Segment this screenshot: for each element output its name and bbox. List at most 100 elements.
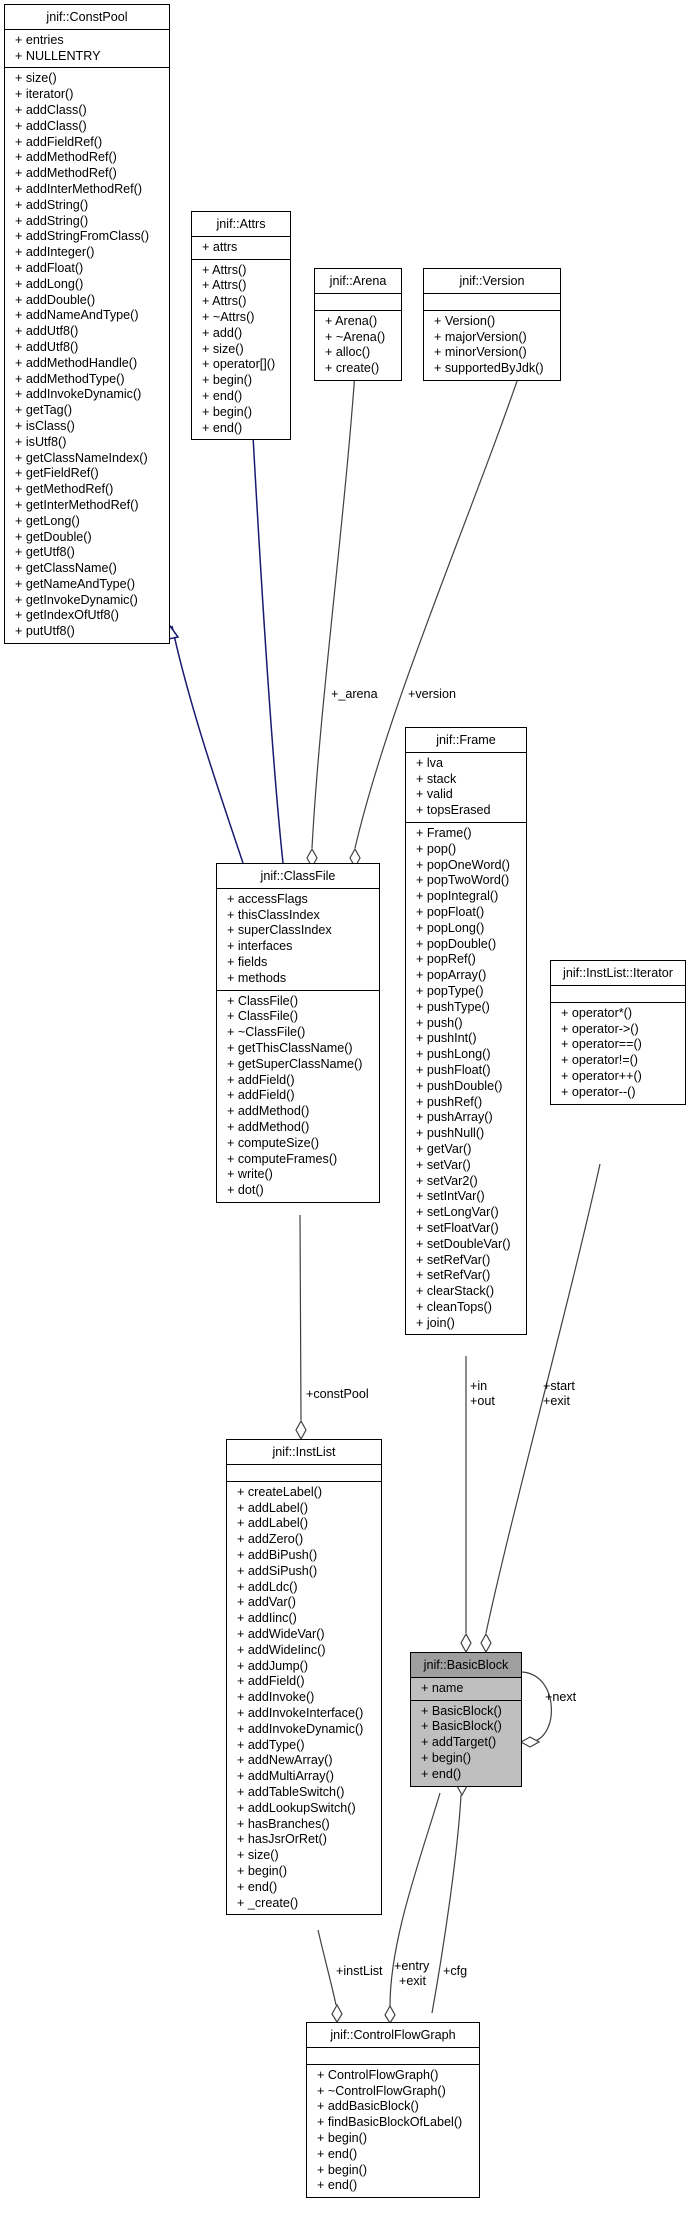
method-row: + begin(): [202, 373, 253, 388]
method-row: + end(): [202, 420, 243, 435]
diamond-instlist: [331, 2003, 343, 2024]
attribute-row: + stack: [416, 771, 457, 786]
class-basicblock[interactable]: jnif::BasicBlock + name + BasicBlock()+ …: [410, 1652, 522, 1787]
method-row: + popFloat(): [416, 904, 485, 919]
method-row: + addUtf8(): [15, 339, 79, 354]
method-row: + createLabel(): [237, 1484, 323, 1499]
class-title: jnif::InstList: [227, 1440, 381, 1465]
class-attrs[interactable]: jnif::Attrs + attrs + Attrs()+ Attrs()+ …: [191, 211, 291, 441]
class-controlflowgraph[interactable]: jnif::ControlFlowGraph + ControlFlowGrap…: [306, 2022, 480, 2199]
method-row: + join(): [416, 1315, 455, 1330]
method-row: + popOneWord(): [416, 857, 510, 872]
method-row: + addDouble(): [15, 292, 96, 307]
method-row: + setRefVar(): [416, 1252, 491, 1267]
method-row: + setIntVar(): [416, 1189, 485, 1204]
methods-section: + ControlFlowGraph()+ ~ControlFlowGraph(…: [307, 2065, 479, 2197]
attribute-row: + superClassIndex: [227, 923, 332, 938]
method-row: + addMethodType(): [15, 371, 125, 386]
method-row: + setLongVar(): [416, 1205, 499, 1220]
method-row: + getVar(): [416, 1141, 472, 1156]
method-row: + getThisClassName(): [227, 1040, 353, 1055]
method-row: + addClass(): [15, 102, 87, 117]
method-row: + size(): [237, 1848, 279, 1863]
method-row: + addInvokeDynamic(): [15, 387, 142, 402]
method-row: + begin(): [421, 1750, 472, 1765]
method-row: + ClassFile(): [227, 1009, 299, 1024]
diamond-frame: [460, 1632, 472, 1654]
edge-label-cfg: +cfg: [443, 1964, 467, 1978]
method-row: + create(): [325, 361, 380, 376]
inheritance-edge-attrs: [251, 417, 284, 864]
class-title: jnif::Version: [424, 269, 560, 294]
attributes-section: [315, 294, 401, 311]
method-row: + addType(): [237, 1737, 305, 1752]
edge-iterator: [485, 1163, 601, 1634]
method-row: + end(): [317, 2178, 358, 2193]
method-row: + end(): [202, 388, 243, 403]
class-instlist[interactable]: jnif::InstList + createLabel()+ addLabel…: [226, 1439, 382, 1916]
class-title: jnif::Attrs: [192, 212, 290, 237]
method-row: + addStringFromClass(): [15, 229, 150, 244]
method-row: + popIntegral(): [416, 889, 499, 904]
edge-label-start: +start: [543, 1379, 575, 1393]
method-row: + isUtf8(): [15, 434, 67, 449]
attributes-section: + accessFlags+ thisClassIndex+ superClas…: [217, 889, 379, 991]
method-row: + cleanTops(): [416, 1299, 492, 1314]
method-row: + pushDouble(): [416, 1078, 503, 1093]
method-row: + alloc(): [325, 345, 371, 360]
method-row: + popLong(): [416, 920, 485, 935]
edge-label-next: +next: [545, 1690, 577, 1704]
diamond-next: [519, 1736, 541, 1748]
method-row: + setFloatVar(): [416, 1220, 499, 1235]
method-row: + setDoubleVar(): [416, 1236, 511, 1251]
attributes-section: + lva+ stack+ valid+ topsErased: [406, 753, 526, 823]
method-row: + addString(): [15, 197, 89, 212]
method-row: + BasicBlock(): [421, 1703, 502, 1718]
class-title: jnif::ConstPool: [5, 5, 169, 30]
method-row: + addFieldRef(): [15, 134, 103, 149]
method-row: + findBasicBlockOfLabel(): [317, 2115, 463, 2130]
method-row: + computeFrames(): [227, 1151, 338, 1166]
method-row: + pushInt(): [416, 1031, 477, 1046]
method-row: + addJump(): [237, 1658, 309, 1673]
methods-section: + BasicBlock()+ BasicBlock()+ addTarget(…: [411, 1701, 521, 1786]
method-row: + addLabel(): [237, 1516, 309, 1531]
edge-label-version: +version: [408, 687, 456, 701]
method-row: + addFloat(): [15, 260, 84, 275]
class-constpool[interactable]: jnif::ConstPool + entries+ NULLENTRY + s…: [4, 4, 170, 645]
method-row: + ~Arena(): [325, 329, 386, 344]
class-frame[interactable]: jnif::Frame + lva+ stack+ valid+ topsEra…: [405, 727, 527, 1336]
method-row: + ~ControlFlowGraph(): [317, 2083, 446, 2098]
class-instlist-iterator[interactable]: jnif::InstList::Iterator + operator*()+ …: [550, 960, 686, 1105]
method-row: + addLookupSwitch(): [237, 1800, 356, 1815]
class-title: jnif::Arena: [315, 269, 401, 294]
method-row: + pushType(): [416, 999, 490, 1014]
class-classfile[interactable]: jnif::ClassFile + accessFlags+ thisClass…: [216, 863, 380, 1203]
method-row: + getLong(): [15, 513, 80, 528]
methods-section: + Attrs()+ Attrs()+ Attrs()+ ~Attrs()+ a…: [192, 260, 290, 440]
method-row: + Version(): [434, 313, 496, 328]
method-row: + write(): [227, 1167, 273, 1182]
method-row: + setRefVar(): [416, 1268, 491, 1283]
attributes-section: [227, 1465, 381, 1482]
method-row: + supportedByJdk(): [434, 361, 544, 376]
method-row: + ControlFlowGraph(): [317, 2067, 439, 2082]
attributes-section: + attrs: [192, 237, 290, 260]
method-row: + addClass(): [15, 118, 87, 133]
edge-arena: [311, 357, 357, 849]
attributes-section: + entries+ NULLENTRY: [5, 30, 169, 69]
class-arena[interactable]: jnif::Arena + Arena()+ ~Arena()+ alloc()…: [314, 268, 402, 381]
method-row: + begin(): [317, 2130, 368, 2145]
class-version[interactable]: jnif::Version + Version()+ majorVersion(…: [423, 268, 561, 381]
method-row: + addLdc(): [237, 1579, 298, 1594]
diamond-entry-exit: [384, 2004, 396, 2025]
method-row: + addInvokeInterface(): [237, 1705, 364, 1720]
method-row: + operator[](): [202, 357, 276, 372]
method-row: + iterator(): [15, 87, 74, 102]
methods-section: + size()+ iterator()+ addClass()+ addCla…: [5, 68, 169, 643]
method-row: + putUtf8(): [15, 624, 75, 639]
edge-cfg: [431, 1794, 462, 2014]
method-row: + size(): [202, 341, 244, 356]
method-row: + push(): [416, 1015, 463, 1030]
